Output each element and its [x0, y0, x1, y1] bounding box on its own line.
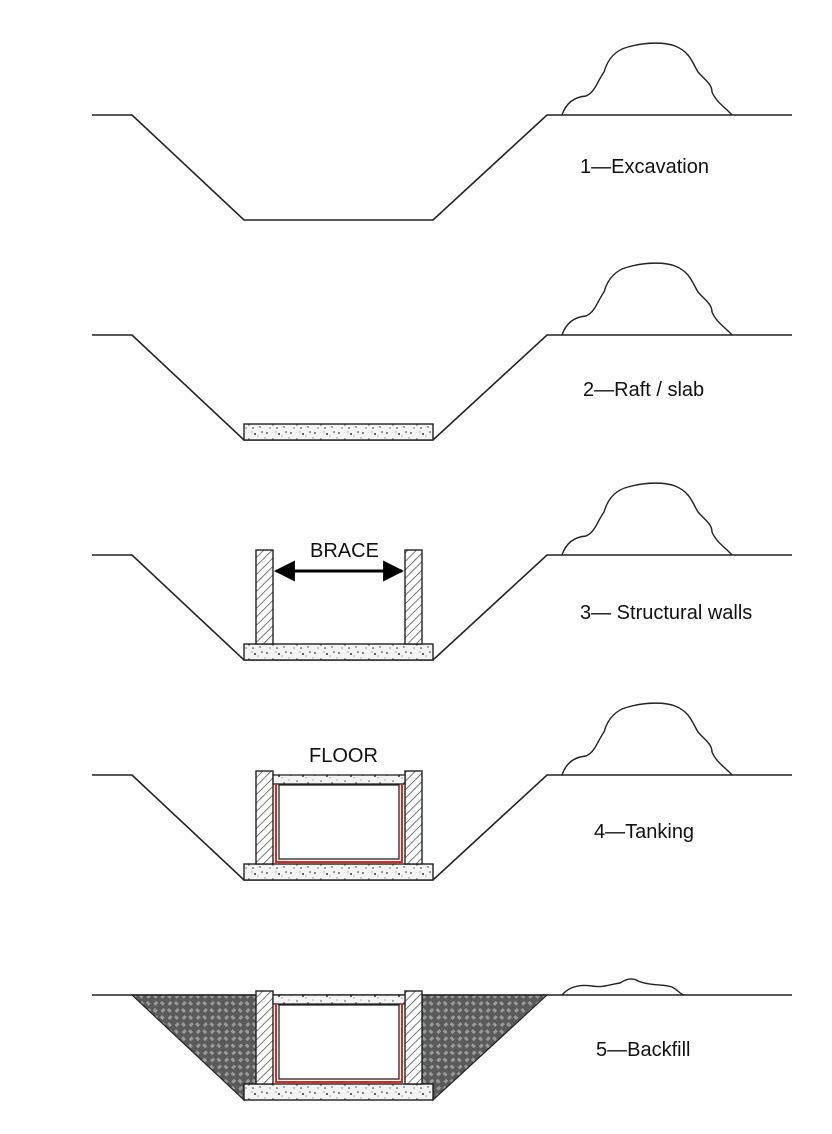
basement-void	[278, 1004, 400, 1080]
left-wall	[255, 990, 274, 1085]
spoil-heap	[561, 262, 733, 336]
stage-4-tanking: FLOOR 4—Tanking	[92, 702, 792, 881]
raft-slab	[243, 423, 434, 441]
stage-label: 1—Excavation	[580, 156, 709, 178]
stage-label: 2—Raft / slab	[583, 379, 704, 401]
stage-5-backfill: 5—Backfill	[92, 978, 792, 1102]
tanking-membrane	[275, 1004, 403, 1083]
stage-label: 5—Backfill	[596, 1039, 690, 1061]
ground-floor-slab	[272, 994, 406, 1005]
ground-profile	[92, 114, 792, 221]
brace-label: BRACE	[310, 540, 379, 562]
right-wall	[404, 770, 423, 865]
left-wall	[255, 770, 274, 865]
floor-label: FLOOR	[309, 745, 378, 767]
spoil-heap	[561, 702, 733, 776]
raft-slab	[243, 863, 434, 881]
right-wall	[404, 990, 423, 1085]
tanking-membrane	[275, 784, 403, 863]
left-wall	[255, 549, 274, 645]
stage-1-excavation: 1—Excavation	[92, 42, 792, 221]
stage-label: 3— Structural walls	[580, 602, 752, 624]
spoil-heap-remnant	[561, 978, 685, 996]
spoil-heap	[561, 42, 733, 116]
ground-floor-slab	[272, 774, 406, 785]
basement-void	[278, 784, 400, 860]
raft-slab	[243, 1083, 434, 1101]
stage-label: 4—Tanking	[594, 821, 694, 843]
right-wall	[404, 549, 423, 645]
backfill-left	[130, 994, 257, 1102]
stage-2-raft-slab: 2—Raft / slab	[92, 262, 792, 441]
stage-3-structural-walls: BRACE 3— Structural walls	[92, 482, 792, 661]
spoil-heap	[561, 482, 733, 556]
backfill-right	[421, 994, 549, 1102]
raft-slab	[243, 643, 434, 661]
